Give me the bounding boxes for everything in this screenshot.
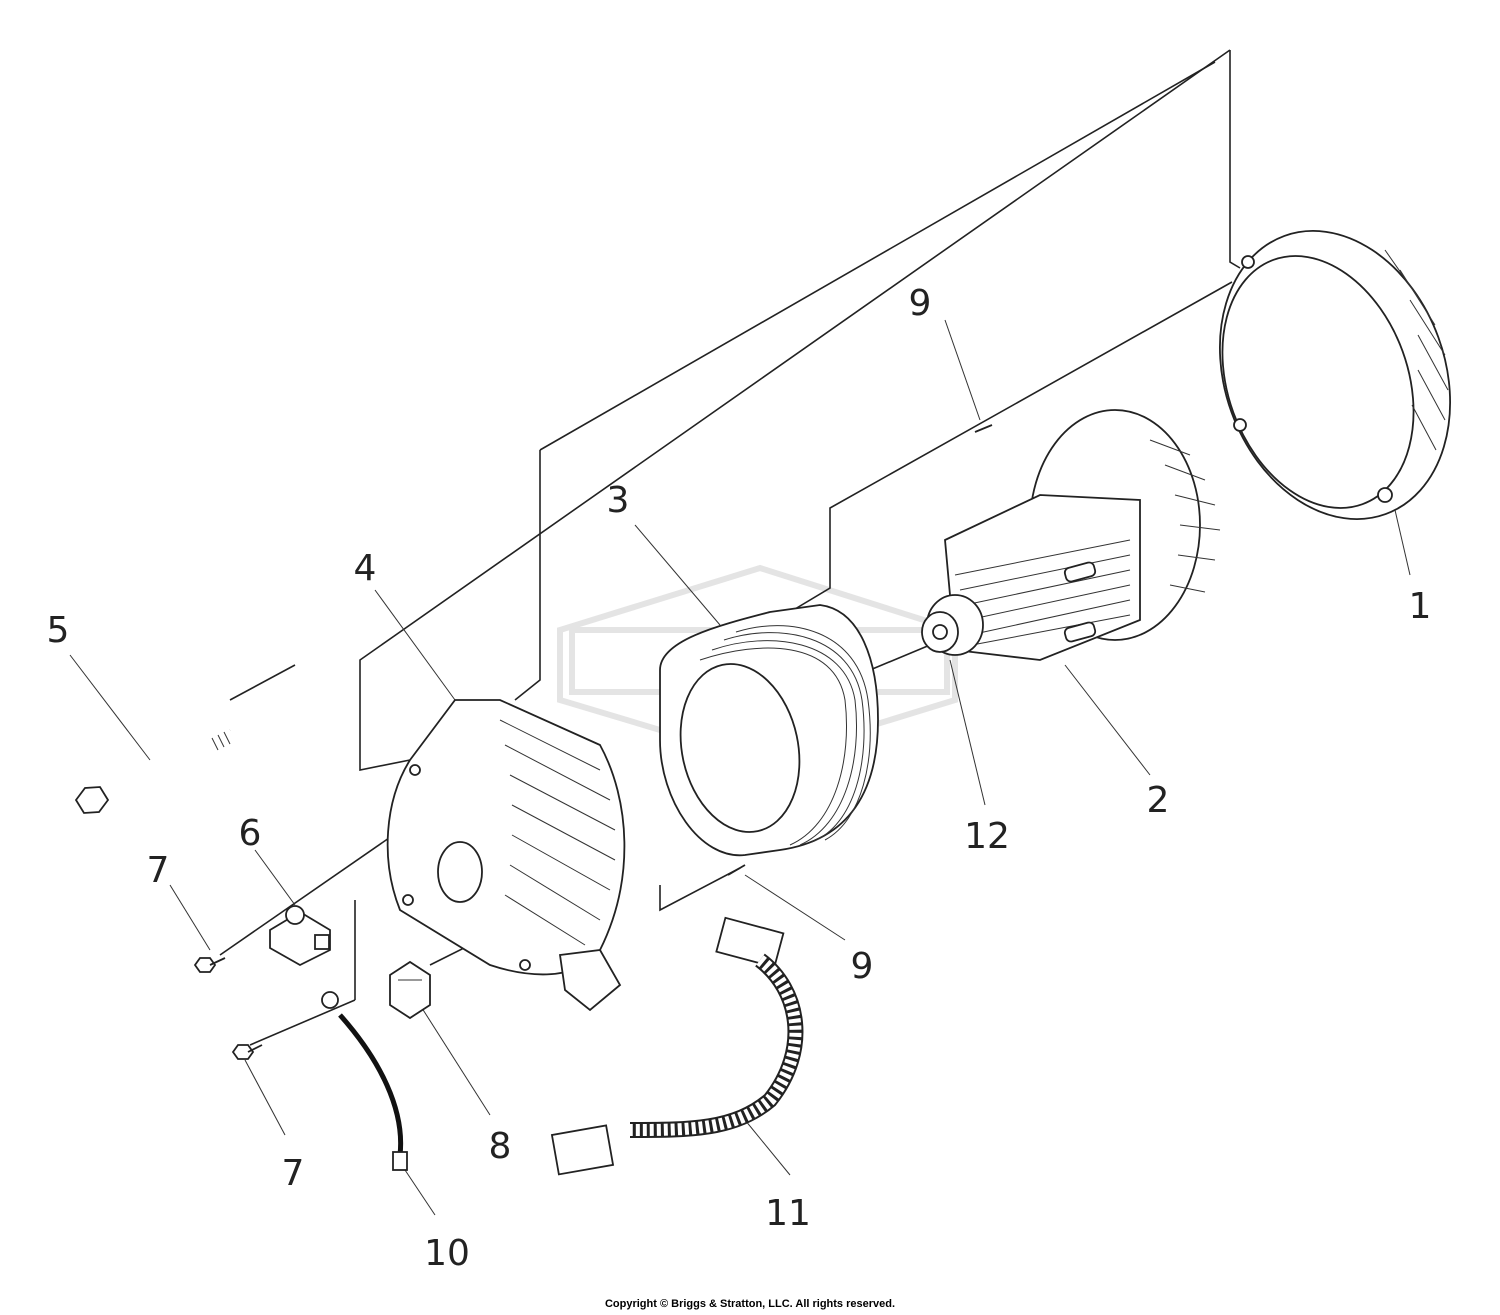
- ground-wire: [321, 991, 408, 1171]
- brush-holder: [269, 905, 331, 967]
- screw-upper: [193, 957, 226, 973]
- wire-harness: [550, 916, 804, 1176]
- callout-3: 3: [607, 480, 630, 521]
- dowel-pin-lower: [727, 864, 746, 876]
- dowel-pin-upper: [974, 424, 993, 433]
- through-bolt: [74, 728, 231, 814]
- callout-6: 6: [239, 813, 262, 854]
- callout-10: 10: [424, 1233, 470, 1274]
- callout-9-upper: 9: [909, 283, 932, 324]
- front-housing: [386, 699, 626, 1012]
- callout-7-upper: 7: [147, 850, 170, 891]
- rear-housing-ring: [1219, 230, 1451, 520]
- connector-clip: [389, 960, 431, 1020]
- callout-8: 8: [489, 1126, 512, 1167]
- stator: [659, 604, 879, 857]
- leader-lines: [69, 319, 1411, 1216]
- callout-5: 5: [47, 610, 70, 651]
- copyright-notice: Copyright © Briggs & Stratton, LLC. All …: [604, 1298, 896, 1310]
- callout-12: 12: [964, 816, 1010, 857]
- rotor-bearing: [921, 594, 984, 656]
- callout-4: 4: [354, 548, 377, 589]
- screw-lower: [231, 1044, 263, 1060]
- callout-11: 11: [765, 1193, 811, 1234]
- callout-1: 1: [1409, 586, 1432, 627]
- callout-labels: 1 2 3 4 5 6 7 7 8 9 9 10 11 12: [47, 283, 1432, 1274]
- rotor-assembly: [944, 409, 1221, 661]
- callout-9-lower: 9: [851, 946, 874, 987]
- callout-2: 2: [1147, 780, 1170, 821]
- callout-7-lower: 7: [282, 1153, 305, 1194]
